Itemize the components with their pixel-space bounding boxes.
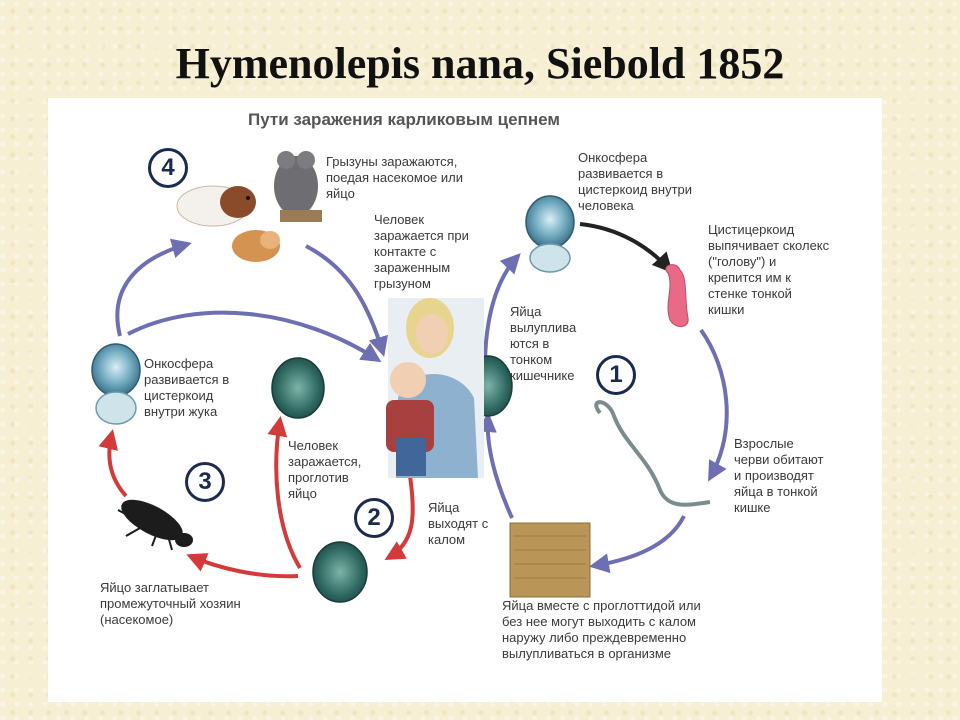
label-human-contact: Человек заражается при контакте с зараже… <box>374 212 469 291</box>
egg-bottom-image <box>312 541 368 603</box>
feces-image <box>509 522 591 598</box>
arrow-adult-to-feces <box>589 515 686 574</box>
arrow-egg-to-insect <box>186 553 299 579</box>
diagram-panel: Пути заражения карликовым цепнем <box>48 98 882 702</box>
label-adult-worms: Взрослые черви обитают и производят яйца… <box>734 436 824 515</box>
adult-worm-image <box>594 400 711 507</box>
label-rodents-infected: Грызуны заражаются, поедая насекомое или… <box>326 154 464 201</box>
label-eggs-hatch: Яйца вылуплива ются в тонком кишечнике <box>510 304 577 383</box>
step-1-badge: 1 <box>596 355 636 395</box>
chinchilla-image <box>274 151 322 222</box>
guinea-pig-image <box>176 185 256 227</box>
cysticercoid-image <box>665 264 689 327</box>
label-eggs-out: Яйца выходят с калом <box>428 500 489 547</box>
beetle-image <box>117 499 193 551</box>
mother-child-image <box>386 298 484 478</box>
arrow-oncosphere-to-cysticercoid <box>579 222 673 273</box>
label-insect-host: Яйцо заглатывает промежуточный хозяин (н… <box>100 580 241 627</box>
label-oncosphere-human: Онкосфера развивается в цистеркоид внутр… <box>578 150 693 213</box>
label-oncosphere-beetle: Онкосфера развивается в цистеркоид внутр… <box>144 356 230 419</box>
diagram-artwork <box>91 151 729 603</box>
step-4-badge: 4 <box>148 148 188 188</box>
arrow-beetle-to-human <box>127 310 382 363</box>
arrow-beetle-to-rodents <box>115 238 192 337</box>
label-human-swallow: Человек заражается, проглотив яйцо <box>288 438 362 501</box>
arrow-insect-to-oncosphere <box>98 429 128 498</box>
step-2-badge: 2 <box>354 498 394 538</box>
oncosphere-beetle-image <box>91 343 141 425</box>
label-proglottid-eggs: Яйца вместе с проглоттидой или без нее м… <box>502 598 701 661</box>
step-3-badge: 3 <box>185 462 225 502</box>
egg-left-image <box>271 357 325 419</box>
hamster-image <box>232 230 280 262</box>
arrow-rodents-to-human <box>305 244 388 357</box>
arrow-egg-to-human-swallow <box>267 416 302 570</box>
arrow-cysticercoid-to-adult <box>699 328 729 482</box>
oncosphere-human-image <box>525 195 575 273</box>
slide-title: Hymenolepis nana, Siebold 1852 <box>175 39 785 88</box>
label-cysticercoid: Цистицеркоид выпячивает сколекс ("голову… <box>708 222 830 317</box>
arrow-human-to-egg-out <box>384 475 415 561</box>
diagram-title: Пути заражения карликовым цепнем <box>248 110 560 129</box>
arrow-feces-to-egg <box>476 412 514 519</box>
